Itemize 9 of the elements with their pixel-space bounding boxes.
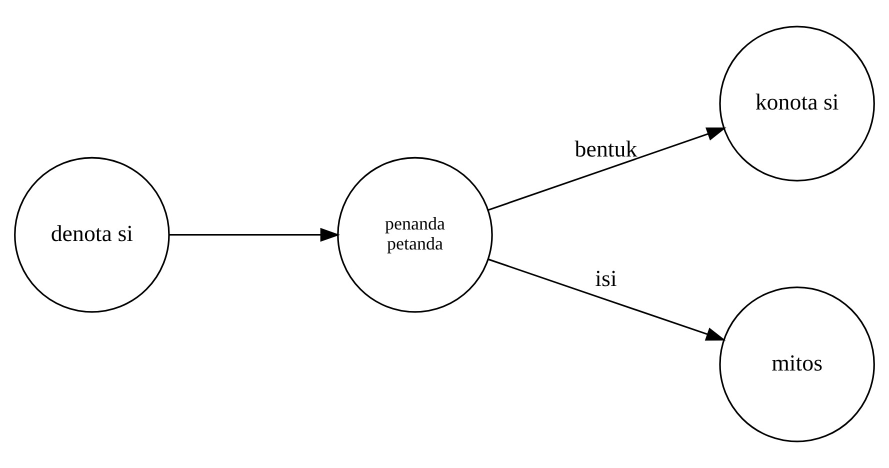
arrow <box>488 258 726 341</box>
node-circle: denota si <box>14 156 170 313</box>
edge-label: bentuk <box>574 136 638 162</box>
node-circle: konota si <box>719 26 875 182</box>
node-circle: penanda petanda <box>337 156 493 313</box>
node-circle: mitos <box>719 286 875 442</box>
edge-label: isi <box>595 266 617 291</box>
arrow <box>488 127 726 211</box>
arrow <box>169 228 340 242</box>
